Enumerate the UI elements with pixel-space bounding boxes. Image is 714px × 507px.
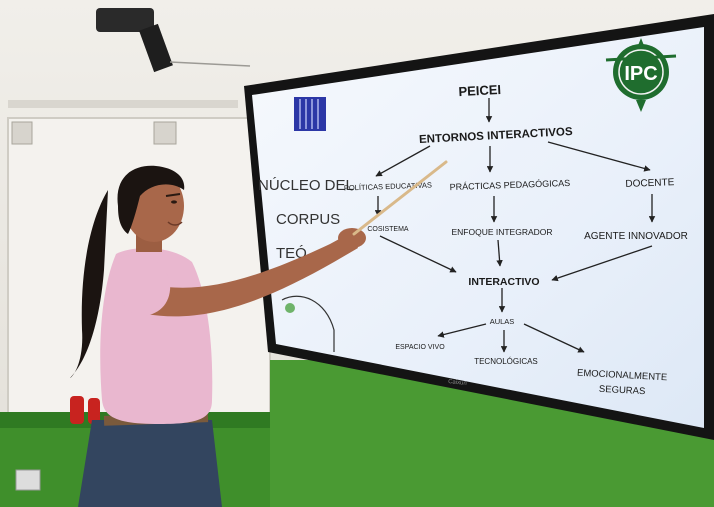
node-docente: DOCENTE [625, 177, 675, 190]
presenter [70, 160, 448, 507]
ipc-logo: IPC [605, 38, 677, 112]
pointer-stick [352, 160, 448, 236]
decorative-dot [285, 303, 295, 313]
node-espacio: ESPACIO VIVO [395, 344, 445, 351]
ceiling-fan [96, 8, 251, 73]
extinguisher [70, 396, 84, 424]
caption-line-1: NÚCLEO DEL [258, 177, 354, 194]
caption-line-2: CORPUS [276, 211, 340, 228]
diagram-arrows [374, 98, 656, 353]
decorative-arc [281, 295, 335, 352]
hand [338, 228, 366, 248]
node-ecosistema: COSISTEMA [367, 226, 409, 233]
node-emocional-1: EMOCIONALMENTE [577, 368, 668, 384]
ponytail [70, 190, 108, 378]
caption-line-3: TEÓ [276, 245, 307, 262]
whiteboard-clip-right [153, 121, 177, 145]
node-root: PEICEI [458, 82, 501, 99]
hair [117, 165, 185, 234]
tv-brand: Caixun [448, 379, 467, 387]
sleeve [117, 255, 171, 316]
extinguisher [88, 398, 100, 424]
node-aulas: AULAS [490, 317, 515, 326]
node-tecnologicas: TECNOLÓGICAS [474, 357, 538, 366]
node-agente: AGENTE INNOVADOR [584, 231, 688, 242]
ipc-logo-text: IPC [624, 63, 657, 85]
whiteboard-clip-left [11, 121, 33, 145]
jeans [78, 420, 222, 507]
node-emocional-2: SEGURAS [599, 384, 646, 397]
right-arm [146, 232, 358, 317]
university-logo [294, 97, 326, 131]
node-enfoque: ENFOQUE INTEGRADOR [451, 227, 552, 237]
node-practicas: PRÁCTICAS PEDAGÓGICAS [449, 178, 570, 192]
tv-screen [252, 27, 704, 428]
node-interactivo: INTERACTIVO [468, 276, 539, 288]
